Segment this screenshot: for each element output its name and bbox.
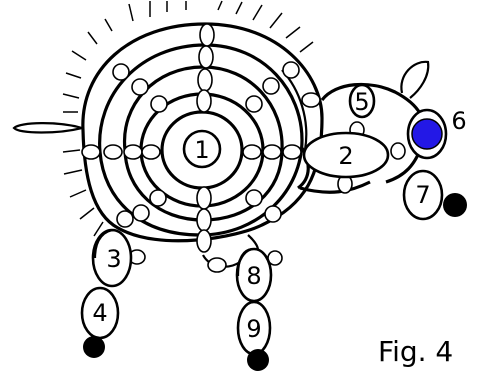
nose-tip xyxy=(443,193,467,217)
figure-caption: Fig. 4 xyxy=(378,335,453,368)
label-3: 3 xyxy=(106,245,121,273)
label-4: 4 xyxy=(92,299,107,327)
label-2: 2 xyxy=(338,142,353,170)
label-9: 9 xyxy=(246,315,261,343)
label-1: 1 xyxy=(194,136,209,164)
tail-loop xyxy=(14,123,82,132)
label-6: 6 xyxy=(451,107,466,135)
hoof-right xyxy=(247,349,269,371)
fringe-picots xyxy=(63,1,313,236)
label-7: 7 xyxy=(415,181,430,209)
hoof-left xyxy=(83,336,105,358)
ear-loop xyxy=(401,62,428,98)
label-8: 8 xyxy=(246,262,261,290)
label-5: 5 xyxy=(354,88,369,116)
eye-dot xyxy=(412,119,442,149)
